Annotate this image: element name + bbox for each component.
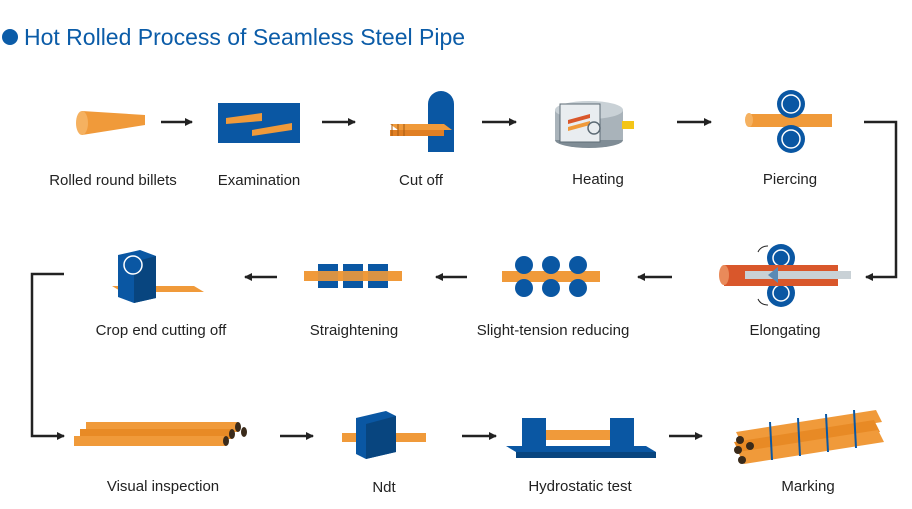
- step-label-marking: Marking: [781, 478, 835, 495]
- step-label-hydrostatic-test: Hydrostatic test: [528, 478, 632, 495]
- step-label-elongating: Elongating: [749, 322, 821, 339]
- arrow-crop-to-visual-inspection: [30, 272, 65, 440]
- reducing-mill-icon: [502, 256, 600, 297]
- step-label-examination: Examination: [217, 172, 301, 189]
- piercing-mill-icon: [745, 90, 832, 153]
- title-text: Hot Rolled Process of Seamless Steel Pip…: [24, 23, 466, 50]
- step-label-crop-end-cutting-off: Crop end cutting off: [95, 322, 227, 339]
- cut-off-icon: [390, 91, 454, 152]
- step-label-cut-off: Cut off: [399, 172, 443, 189]
- furnace-icon: [555, 101, 634, 148]
- ndt-tester-icon: [342, 411, 426, 459]
- arrow-piercing-to-elongating: [864, 120, 898, 281]
- page-title: Hot Rolled Process of Seamless Steel Pip…: [2, 22, 465, 52]
- step-label-ndt: Ndt: [372, 479, 396, 496]
- straightener-icon: [304, 264, 402, 288]
- hydrostatic-bench-icon: [506, 418, 656, 458]
- step-label-straightening: Straightening: [309, 322, 399, 339]
- step-label-visual-inspection: Visual inspection: [106, 478, 220, 495]
- step-label-heating: Heating: [572, 171, 624, 188]
- step-label-rolled-round-billets: Rolled round billets: [49, 172, 177, 189]
- elongating-mill-icon: [719, 244, 851, 307]
- step-label-piercing: Piercing: [762, 171, 818, 188]
- step-label-slight-tension-reducing: Slight-tension reducing: [476, 322, 630, 339]
- title-bullet-icon: [2, 29, 18, 45]
- flow-arrows: [30, 118, 898, 440]
- pipe-bundle-icon: [74, 422, 247, 446]
- billet-icon: [76, 111, 145, 135]
- crop-cutter-icon: [112, 250, 204, 303]
- examination-icon: [218, 103, 300, 143]
- marked-pipes-icon: [734, 409, 884, 464]
